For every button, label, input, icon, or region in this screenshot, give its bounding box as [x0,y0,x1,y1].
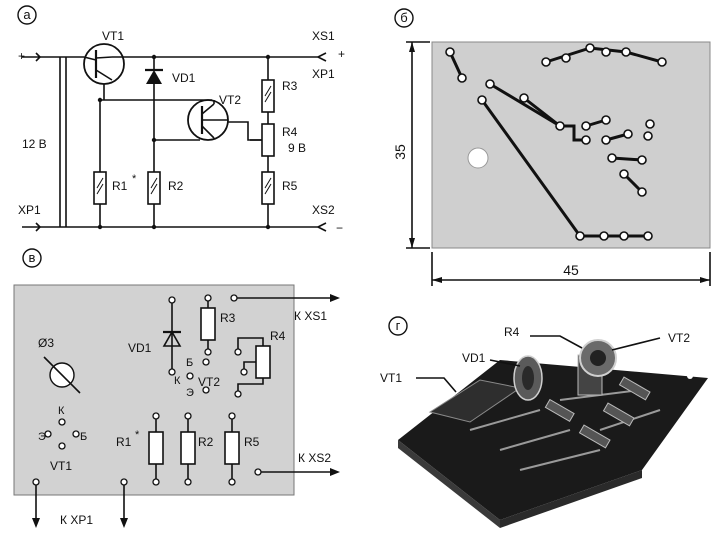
supply-12v-bus [59,57,67,227]
r4-leader [530,335,583,349]
r4-potentiometer [261,123,275,157]
width-dimension-label: 45 [563,262,579,278]
to-xs2-label: К XS2 [298,451,331,465]
r5-label: R5 [282,179,298,193]
mounting-hole [467,147,489,169]
panel-b-badge [394,8,414,28]
vd1-leader [489,359,521,367]
vt2-leader [611,337,661,351]
input-voltage-label: 12 В [22,137,47,151]
panel-c-badge [22,248,42,268]
r4-label: R4 [282,125,298,139]
r3-resistor [261,79,275,113]
r1-layout-star: * [135,429,140,441]
vt2-pads [186,358,210,394]
vt1-emitter-label: Э [38,431,46,443]
minus-output-sign: − [336,221,343,235]
vt1-base-label: Б [80,431,87,443]
vd1-layout-label: VD1 [128,341,152,355]
xs2-label: XS2 [312,203,335,217]
panel-a-schematic: а [17,5,345,235]
vd1-label: VD1 [172,71,196,85]
r3-label: R3 [282,79,298,93]
xp1-input-label: XP1 [18,203,41,217]
vt1-leader [416,377,457,393]
vt2-emitter-label: Э [186,387,194,399]
xs1-output-arrow [317,52,327,62]
xp1-output-label: XP1 [312,67,335,81]
width-dimension-line [431,252,711,286]
r1-resistor [93,171,107,205]
assembled-board [398,360,708,520]
r5-layout-resistor [224,431,240,465]
r2-layout-resistor [180,431,196,465]
vt2-layout-label: VT2 [198,375,220,389]
output-voltage-label: 9 В [288,141,306,155]
vd1-callout-label: VD1 [462,351,486,365]
vt1-callout-label: VT1 [380,371,402,385]
r1-layout-resistor [148,431,164,465]
vt2-base-label: Б [186,357,193,369]
r2-resistor [147,171,161,205]
r1-layout-label: R1 [116,435,132,449]
panel-c-badge-label: в [29,250,36,265]
pcb-board [431,41,711,249]
r2-layout-label: R2 [198,435,214,449]
to-xp1-label: К XP1 [60,513,93,527]
to-xs1-label: К XS1 [294,309,327,323]
vd1-layout-symbol [162,330,182,347]
r4-callout-label: R4 [504,325,520,339]
vt1-label: VT1 [102,29,124,43]
hole-diameter-label: Ø3 [38,336,54,350]
panel-c-component-layout: в Ø3 К Э Б VT1 VD1 R3 К XS1 [13,248,340,528]
vt2-collector-label: К [174,375,181,387]
height-dimension-line [406,41,430,249]
r2-label: R2 [168,179,184,193]
height-dimension-label: 35 [392,144,408,160]
r4-layout-label: R4 [270,329,286,343]
r5-resistor [261,171,275,205]
vt1-pads [44,418,80,450]
r3-layout-resistor [200,307,216,341]
pcb-pads [445,43,667,241]
vt1-layout-label: VT1 [50,459,72,473]
panel-d-assembled-view: г R4 VD1 VT2 [380,316,708,528]
plus-output-sign: + [338,47,345,61]
r1-label: R1 [112,179,128,193]
plus-input-sign: + [18,49,25,63]
xs1-label: XS1 [312,29,335,43]
panel-b-pcb-layout: б [392,8,711,286]
r5-layout-label: R5 [244,435,260,449]
panel-d-badge [388,316,408,336]
panel-a-badge-label: а [23,7,31,22]
panel-a-badge [17,5,37,25]
vd1-zener-symbol [146,70,162,84]
xs2-output-arrow [317,222,327,232]
r1-star-mark: * [132,173,137,185]
r3-layout-label: R3 [220,311,236,325]
vt1-transistor-symbol [83,43,125,85]
panel-b-badge-label: б [400,10,407,25]
vt2-label: VT2 [219,93,241,107]
vt2-callout-label: VT2 [668,331,690,345]
panel-d-badge-label: г [396,318,401,333]
vt1-collector-label: К [58,405,65,417]
r4-layout-potentiometer [255,345,271,379]
